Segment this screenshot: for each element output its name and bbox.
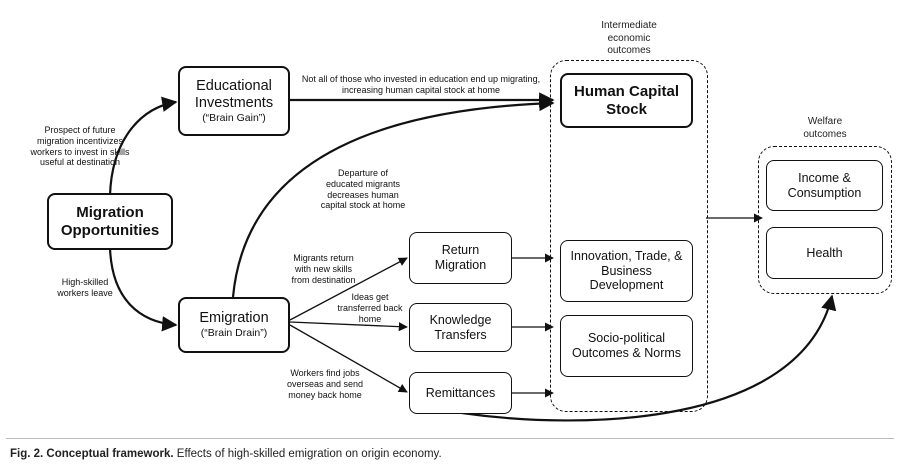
arrow-income-to-health-curve xyxy=(461,294,837,422)
migration-opportunities-node: Migration Opportunities xyxy=(47,193,173,250)
label-high-skilled: High-skilled workers leave xyxy=(57,277,113,298)
arrow-emigration-to-return xyxy=(289,257,408,321)
income-consumption-node: Income & Consumption xyxy=(766,160,883,211)
label-ideas: Ideas get transferred back home xyxy=(337,292,403,324)
human-capital-stock-node: Human Capital Stock xyxy=(560,73,693,128)
caption-bold: Fig. 2. Conceptual framework. xyxy=(10,448,174,460)
knowledge-transfers-node: Knowledge Transfers xyxy=(409,303,512,352)
return-migration-node: Return Migration xyxy=(409,232,512,284)
label-prospect: Prospect of future migration incentivize… xyxy=(30,125,130,168)
arrow-emigration-to-human-capital xyxy=(231,95,555,298)
arrow-emigration-to-remittances xyxy=(289,324,408,393)
caption-text: Effects of high-skilled emigration on or… xyxy=(173,448,442,460)
label-workers-find: Workers find jobs overseas and send mone… xyxy=(286,368,364,400)
label-migrants-return: Migrants return with new skills from des… xyxy=(291,253,356,285)
intermediate-outcomes-title: Intermediate economic outcomes xyxy=(601,20,657,56)
caption-divider xyxy=(6,438,894,439)
arrow-migration-to-education xyxy=(108,96,178,196)
emigration-node: Emigration (“Brain Drain”) xyxy=(178,297,290,353)
intermediate-outcomes-group xyxy=(550,60,708,412)
label-not-all: Not all of those who invested in educati… xyxy=(301,74,541,95)
innovation-trade-node: Innovation, Trade, & Business Developmen… xyxy=(560,240,693,302)
socio-political-node: Socio-political Outcomes & Norms xyxy=(560,315,693,377)
health-node: Health xyxy=(766,227,883,279)
arrow-migration-to-emigration xyxy=(108,247,178,332)
educational-investments-node: Educational Investments (“Brain Gain”) xyxy=(178,66,290,136)
welfare-outcomes-group xyxy=(758,146,892,294)
arrow-emigration-to-knowledge xyxy=(289,321,408,332)
figure-caption: Fig. 2. Conceptual framework. Effects of… xyxy=(10,448,442,460)
label-departure: Departure of educated migrants decreases… xyxy=(320,168,406,211)
remittances-node: Remittances xyxy=(409,372,512,414)
welfare-outcomes-title: Welfare outcomes xyxy=(803,116,847,140)
